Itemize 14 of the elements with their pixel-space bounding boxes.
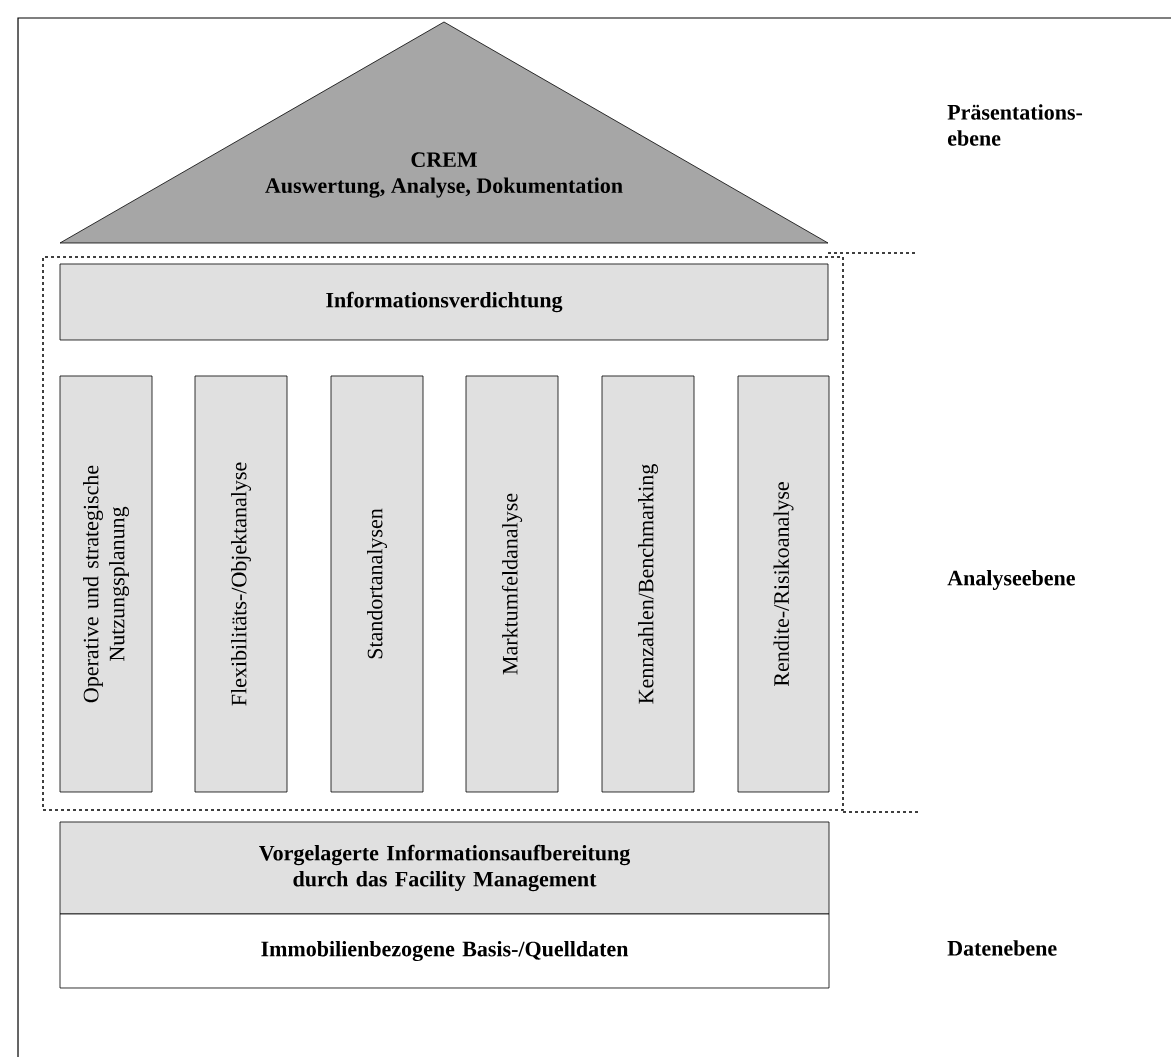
layer-label: Datenebene — [947, 940, 1057, 956]
pillar-box: Rendite-/Risikoanalyse — [737, 375, 830, 793]
pillar-box: Standortanalysen — [330, 375, 424, 793]
pillar-box: Marktumfeldanalyse — [465, 375, 559, 793]
roof-triangle: CREM Auswertung, Analyse, Dokumentation — [59, 21, 829, 244]
layer-label: Analyseebene — [947, 570, 1075, 590]
dashed-frame — [42, 256, 844, 811]
pillar-box: Kennzahlen/Benchmarking — [601, 375, 695, 793]
layer-label: Präsentations- ebene — [947, 104, 1083, 146]
layer-box: Informationsverdichtung — [59, 263, 829, 341]
layer-box: Immobilienbezogene Basis-/Quelldaten — [59, 913, 830, 989]
pillar-box: Operative und strategische Nutzungsplanung — [59, 375, 153, 793]
pillar-box: Flexibilitäts-/Objektanalyse — [194, 375, 288, 793]
layer-box: Vorgelagerte Informationsaufbereitung durch das Facility Management — [59, 821, 830, 915]
